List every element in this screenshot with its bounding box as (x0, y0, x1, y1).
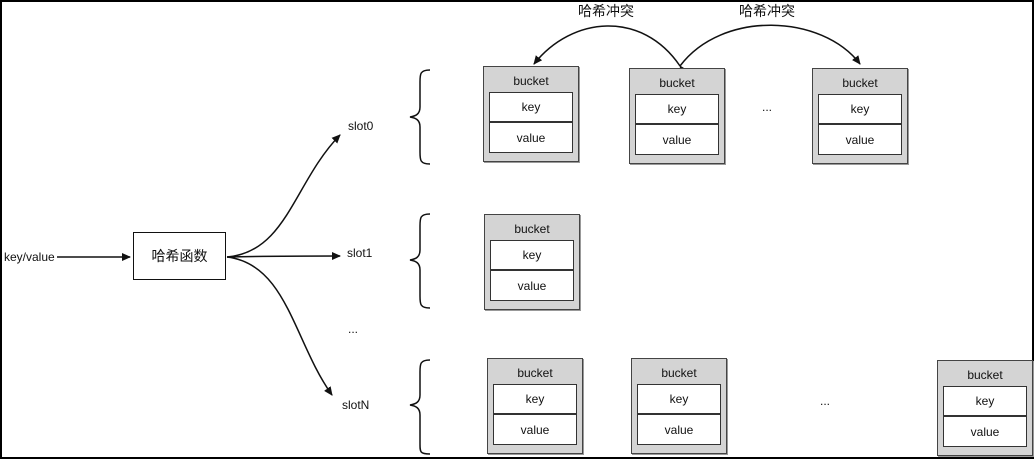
brace-slot1 (409, 213, 431, 309)
arrow-to-slot0 (226, 134, 341, 258)
slot0-label: slot0 (348, 119, 374, 133)
bucket-value: value (943, 416, 1027, 447)
bucket-slotN-2: bucket key value (631, 358, 727, 454)
bucket-title: bucket (842, 76, 878, 90)
bucket-key: key (635, 94, 719, 124)
bucket-slot0-1: bucket key value (483, 66, 579, 162)
input-label: key/value (4, 250, 55, 264)
collision-arc-right (679, 24, 861, 67)
slotN-label: slotN (342, 398, 370, 412)
arrow-to-slotN (226, 256, 333, 396)
bucket-value: value (818, 124, 902, 155)
bucket-value: value (635, 124, 719, 155)
bucket-title: bucket (517, 366, 553, 380)
bucket-slot0-3: bucket key value (812, 68, 908, 164)
bucket-key: key (943, 386, 1027, 416)
bucket-slot0-2: bucket key value (629, 68, 725, 164)
brace-slot0 (409, 69, 431, 165)
bucket-key: key (489, 92, 573, 122)
arrow-to-slot1 (226, 252, 341, 261)
slot-ellipsis: ... (348, 322, 359, 336)
bucket-key: key (818, 94, 902, 124)
hash-function-label: 哈希函数 (151, 249, 208, 265)
bucket-value: value (637, 414, 721, 445)
collision-label-right: 哈希冲突 (739, 4, 795, 20)
bucket-title: bucket (659, 76, 695, 90)
bucket-slotN-1: bucket key value (487, 358, 583, 454)
row-ellipsis-slotN: ... (820, 394, 831, 408)
bucket-title: bucket (967, 368, 1003, 382)
bucket-value: value (489, 122, 573, 153)
brace-slotN (409, 359, 431, 455)
bucket-key: key (490, 240, 574, 270)
collision-arc-left (533, 25, 688, 75)
bucket-value: value (490, 270, 574, 301)
bucket-slotN-3: bucket key value (937, 360, 1033, 456)
bucket-key: key (493, 384, 577, 414)
bucket-value: value (493, 414, 577, 445)
bucket-title: bucket (514, 222, 550, 236)
row-ellipsis-slot0: ... (762, 100, 773, 114)
hash-function-box: 哈希函数 (133, 232, 226, 280)
slot1-label: slot1 (347, 246, 373, 260)
bucket-key: key (637, 384, 721, 414)
bucket-title: bucket (661, 366, 697, 380)
collision-label-left: 哈希冲突 (578, 4, 634, 20)
bucket-title: bucket (513, 74, 549, 88)
bucket-slot1-1: bucket key value (484, 214, 580, 310)
